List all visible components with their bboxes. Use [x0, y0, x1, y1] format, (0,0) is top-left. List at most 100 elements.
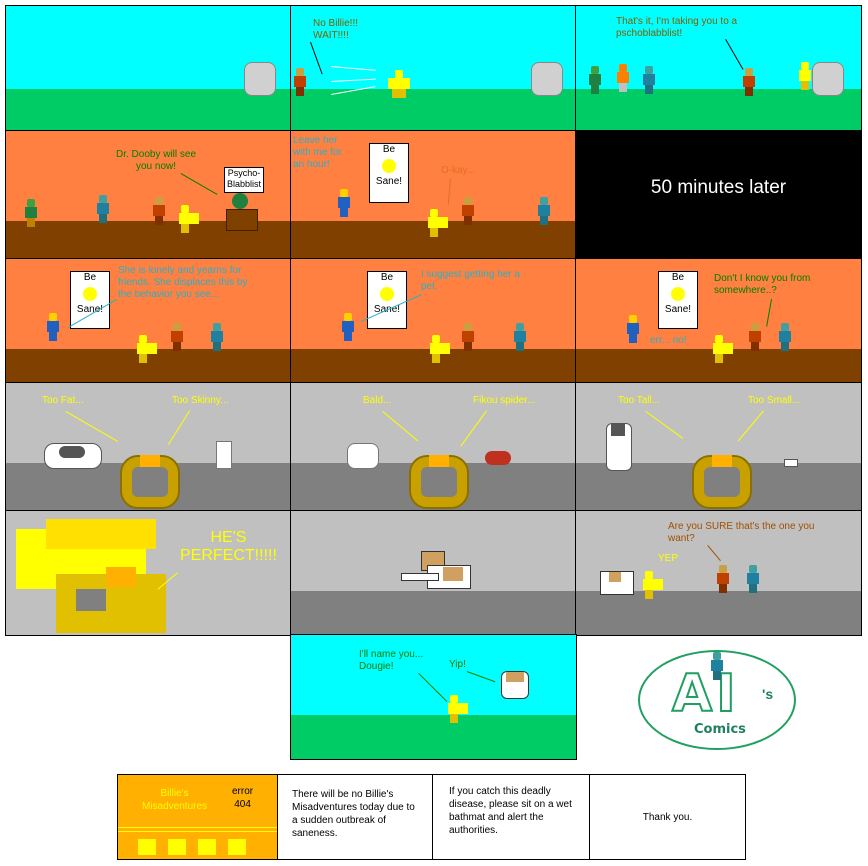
dougie-dog — [600, 571, 634, 595]
character-teal — [642, 66, 656, 94]
character-brown — [742, 68, 756, 96]
speech: O-kay... — [441, 165, 476, 176]
speech: Leave her with me for an hour! — [293, 135, 342, 170]
pet-portal — [692, 455, 752, 509]
skinny-dog — [216, 441, 232, 469]
speech: I'll name you... Dougie! — [359, 649, 424, 672]
banner-title-cell: Billie's Misadventures error 404 — [118, 775, 278, 859]
dougie-dog — [501, 671, 529, 699]
panel-6: I'll name you... Dougie! Yip! — [290, 634, 577, 760]
rock — [244, 62, 276, 96]
character-teal — [778, 323, 792, 351]
character-teal — [746, 565, 760, 593]
bald-dog — [347, 443, 379, 469]
booth-sign: Psycho- Blabblist — [224, 167, 264, 193]
billie-character — [798, 62, 812, 90]
speech: YEP — [658, 553, 679, 564]
logo-letters: AI — [671, 663, 740, 725]
character-green — [588, 66, 602, 94]
tall-dog — [606, 423, 632, 471]
panel-4-1: Too Fat... Too Skinny... — [5, 382, 292, 512]
billie-closeup — [16, 519, 166, 633]
character-orange — [616, 64, 630, 92]
banner-message: If you catch this deadly disease, please… — [449, 786, 572, 836]
caption: Too Tall... — [618, 395, 661, 406]
character-teal — [537, 197, 551, 225]
character-teal — [96, 195, 110, 223]
panel-3-1: Be Sane! She is lonely and yearns for fr… — [5, 258, 292, 384]
fat-dog — [44, 443, 102, 469]
character-brown — [461, 323, 475, 351]
rock — [531, 62, 563, 96]
character-brown — [461, 197, 475, 225]
panel-1-2: No Billie!!! WAIT!!!! — [290, 5, 577, 132]
fikou-spider — [485, 451, 511, 465]
panel-1-1 — [5, 5, 292, 132]
be-sane-sign: Be Sane! — [70, 271, 110, 329]
exclamation: HE'S PERFECT!!!!! — [180, 529, 277, 564]
character-brown — [748, 323, 762, 351]
panel-3-3: Be Sane! Don't I know you from somewhere… — [575, 258, 862, 384]
speech: Dr. Dooby will see you now! — [116, 149, 197, 172]
character-teal — [513, 323, 527, 351]
caption: Too Fat... — [42, 395, 84, 406]
speech: That's it, I'm taking you to a pschoblab… — [616, 16, 738, 39]
character-blue-doctor — [626, 315, 640, 343]
pet-portal — [120, 455, 180, 509]
billie-character — [642, 571, 664, 599]
pet-portal — [409, 455, 469, 509]
logo-suffix: 's — [762, 686, 774, 702]
billie-character — [447, 695, 469, 723]
psycho-booth: Psycho- Blabblist — [224, 167, 264, 231]
caption: Too Small... — [748, 395, 801, 406]
panel-4-3: Too Tall... Too Small... — [575, 382, 862, 512]
billie-character — [427, 209, 449, 237]
time-caption: 50 minutes later — [650, 177, 787, 198]
speech: err... no! — [650, 335, 687, 346]
banner-thanks: Thank you. — [642, 812, 693, 823]
logo-word: Comics — [694, 722, 746, 737]
character-blue-doctor — [337, 189, 351, 217]
panel-5-1: HE'S PERFECT!!!!! — [5, 510, 292, 636]
caption: Too Skinny... — [172, 395, 229, 406]
error-code: error 404 — [232, 786, 254, 810]
banner-msg-cell: There will be no Billie's Misadventures … — [278, 775, 433, 859]
dougie-dog — [401, 551, 471, 595]
character-teal — [210, 323, 224, 351]
billie-character — [178, 205, 200, 233]
speech: I suggest getting her a pet. — [421, 269, 520, 292]
character-green — [24, 199, 38, 227]
caption: Bald... — [363, 395, 392, 406]
panel-5-2 — [290, 510, 577, 636]
speech: Are you SURE that's the one you want? — [668, 521, 815, 544]
character-brown — [152, 197, 166, 225]
be-sane-sign: Be Sane! — [369, 143, 409, 203]
banner-msg-cell: If you catch this deadly disease, please… — [433, 775, 590, 859]
caption: Fikou spider... — [473, 395, 536, 406]
billie-character — [712, 335, 734, 363]
speech: Yip! — [449, 659, 466, 670]
error-banner: Billie's Misadventures error 404 There w… — [117, 774, 746, 860]
character-blue-doctor — [46, 313, 60, 341]
banner-title: Billie's Misadventures — [142, 788, 208, 812]
character-brown — [170, 323, 184, 351]
speech: Don't I know you from somewhere..? — [714, 273, 811, 296]
speech: She is lonely and yearns for friends. Sh… — [118, 265, 248, 300]
character-blue-doctor — [341, 313, 355, 341]
small-dog — [784, 459, 798, 467]
panel-2-2: Leave her with me for an hour! Be Sane! … — [290, 130, 577, 260]
billie-character — [387, 70, 411, 98]
character-brown — [293, 68, 307, 96]
panel-5-3: Are you SURE that's the one you want? YE… — [575, 510, 862, 636]
speech: No Billie!!! WAIT!!!! — [313, 18, 359, 41]
panel-2-1: Dr. Dooby will see you now! Psycho- Blab… — [5, 130, 292, 260]
banner-message: There will be no Billie's Misadventures … — [292, 789, 415, 839]
panel-1-3: That's it, I'm taking you to a pschoblab… — [575, 5, 862, 132]
ai-comics-logo: AI 's Comics — [638, 650, 796, 750]
banner-thanks-cell: Thank you. — [590, 775, 745, 859]
panel-3-2: Be Sane! I suggest getting her a pet. — [290, 258, 577, 384]
panel-4-2: Bald... Fikou spider... — [290, 382, 577, 512]
billie-character — [136, 335, 158, 363]
rock — [812, 62, 844, 96]
be-sane-sign: Be Sane! — [658, 271, 698, 329]
